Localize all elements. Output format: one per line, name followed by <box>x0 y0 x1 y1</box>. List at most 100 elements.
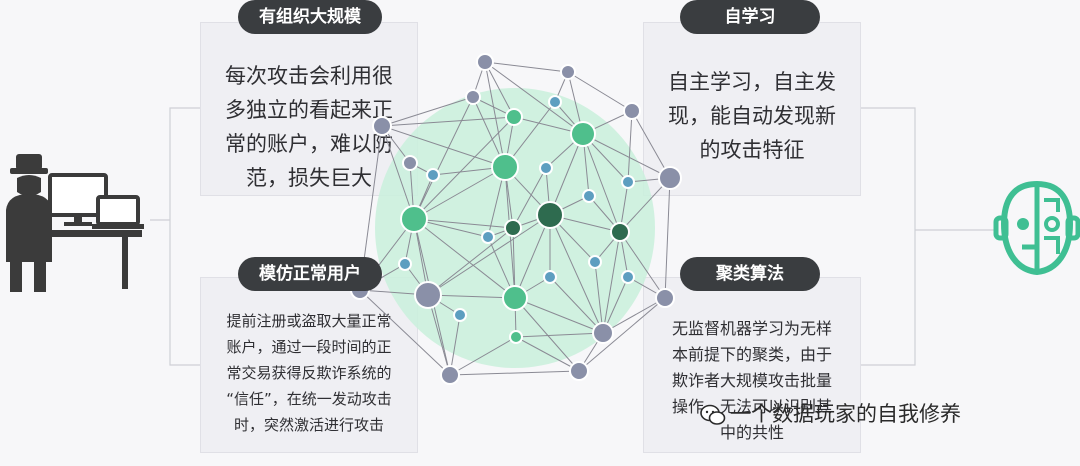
graph-edge <box>578 297 666 372</box>
graph-edge <box>449 336 517 376</box>
graph-node <box>509 330 523 344</box>
graph-node <box>621 175 635 189</box>
graph-edge <box>515 332 604 338</box>
graph-edge <box>413 218 516 299</box>
panel-organized-line: 范，损失巨大 <box>246 166 372 190</box>
graph-edge <box>427 214 551 296</box>
graph-node <box>536 201 564 229</box>
graph-edge <box>619 177 671 233</box>
title-self-learning: 自学习 <box>680 0 820 34</box>
graph-node <box>465 89 481 105</box>
graph-edge <box>413 166 506 220</box>
panel-mimic-users-line: 常交易获得反欺诈系统的 <box>226 364 392 382</box>
wechat-icon <box>700 404 726 425</box>
graph-node <box>453 308 467 322</box>
graph-edge <box>602 231 621 334</box>
graph-node <box>582 189 596 203</box>
graph-edge <box>627 110 633 183</box>
graph-edge <box>381 125 415 220</box>
panel-self-learning: 自主学习，自主发 现，能自动发现新 的攻击特征 <box>643 22 861 196</box>
graph-node <box>440 365 460 385</box>
graph-node <box>543 270 557 284</box>
panel-clustering-line: 本前提下的聚类，由于 <box>671 345 832 364</box>
robot-head-icon <box>993 180 1080 276</box>
graph-edge <box>359 289 451 376</box>
title-clustering: 聚类算法 <box>680 257 820 291</box>
graph-edge <box>582 133 621 233</box>
graph-edge <box>567 71 633 112</box>
graph-edge <box>512 167 547 229</box>
graph-edge <box>484 61 569 73</box>
graph-node <box>372 116 392 136</box>
graph-edge <box>427 227 514 296</box>
graph-edge <box>664 177 671 299</box>
title-organized: 有组织大规模 <box>238 0 382 34</box>
graph-node <box>569 361 589 381</box>
panel-organized-line: 多独立的看起来正 <box>225 98 393 122</box>
hacker-at-computer-icon <box>6 154 144 292</box>
graph-edge <box>484 61 506 168</box>
graph-node <box>502 285 528 311</box>
graph-node <box>588 255 602 269</box>
panel-mimic-users: 提前注册或盗取大量正常 账户，通过一段时间的正 常交易获得反欺诈系统的 “信任”… <box>200 277 418 453</box>
graph-edge <box>594 261 604 334</box>
graph-edge <box>413 116 515 220</box>
panel-organized: 每次攻击会利用很 多独立的看起来正 常的账户，难以防 范，损失巨大 <box>200 22 418 196</box>
graph-edge <box>381 125 506 168</box>
graph-node <box>592 322 614 344</box>
panel-mimic-users-line: 提前注册或盗取大量正常 <box>226 312 392 330</box>
panel-mimic-users-line: “信任”，在统一发动攻击 <box>226 390 392 408</box>
graph-edge <box>631 110 671 179</box>
graph-node <box>610 222 630 242</box>
graph-node <box>570 121 596 147</box>
graph-edge <box>381 96 474 127</box>
graph-node <box>504 219 522 237</box>
graph-edge <box>514 214 551 299</box>
panel-clustering: 无监督机器学习为无样 本前提下的聚类，由于 欺诈者大规模攻击批量 操作，无法可以… <box>643 277 861 453</box>
graph-node <box>621 270 635 284</box>
panel-organized-line: 每次攻击会利用很 <box>225 64 393 88</box>
panel-clustering-line: 中的共性 <box>719 423 784 442</box>
graph-edge <box>515 336 580 372</box>
graph-edge <box>514 297 580 372</box>
watermark-text: 一个数据玩家的自我修养 <box>730 402 961 426</box>
panel-mimic-users-line: 账户，通过一段时间的正 <box>226 338 392 356</box>
graph-node <box>623 102 641 120</box>
graph-node <box>402 155 418 171</box>
graph-edge <box>427 294 516 299</box>
panel-clustering-line: 欺诈者大规模攻击批量 <box>671 371 832 390</box>
graph-node <box>539 161 553 175</box>
graph-node <box>491 153 519 181</box>
panel-organized-line: 常的账户，难以防 <box>225 132 393 156</box>
graph-node <box>548 95 562 109</box>
graph-node <box>560 64 576 80</box>
graph-edge <box>413 96 474 220</box>
panel-self-learning-line: 的攻击特征 <box>699 138 805 162</box>
graph-edge <box>381 116 515 127</box>
graph-edge <box>413 218 514 229</box>
graph-edge <box>549 276 604 334</box>
graph-edge <box>484 61 584 135</box>
graph-edge <box>602 297 666 334</box>
panel-mimic-users-line: 时，突然激活进行攻击 <box>233 416 384 434</box>
title-mimic-users: 模仿正常用户 <box>238 257 382 291</box>
graph-node <box>414 281 442 309</box>
graph-edge <box>449 370 580 376</box>
watermark: 一个数据玩家的自我修养 <box>700 398 961 428</box>
graph-node <box>426 168 440 182</box>
graph-edge <box>549 133 584 216</box>
graph-edge <box>582 133 671 179</box>
graph-node <box>398 257 412 271</box>
graph-edge <box>449 314 461 376</box>
graph-node <box>658 166 682 190</box>
panel-clustering-line: 无监督机器学习为无样 <box>671 319 832 338</box>
graph-edge <box>484 61 515 118</box>
graph-node <box>476 53 494 71</box>
panel-self-learning-line: 自主学习，自主发 <box>668 70 836 94</box>
graph-node <box>481 230 495 244</box>
graph-node <box>400 205 428 233</box>
graph-node <box>655 288 675 308</box>
graph-node <box>505 108 523 126</box>
